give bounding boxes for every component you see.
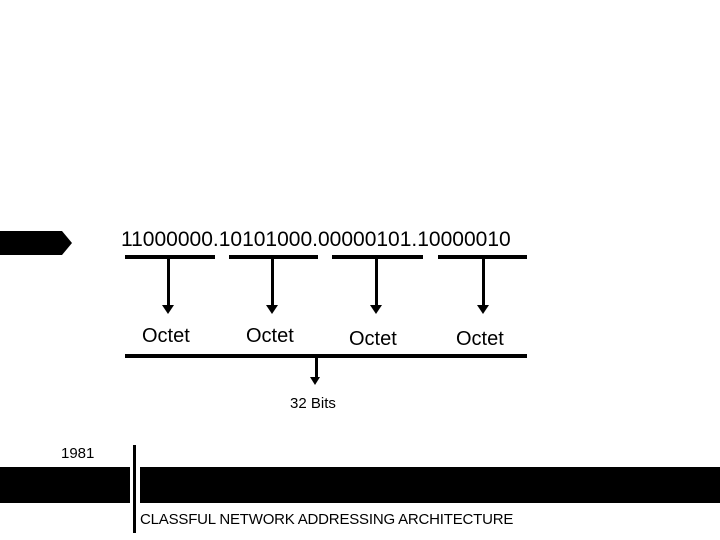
timeline-bar-right — [140, 467, 720, 503]
octet-arrow-head-4 — [477, 305, 489, 314]
total-bits-label: 32 Bits — [290, 395, 336, 412]
octet-bracket-4 — [438, 255, 527, 259]
octet-arrow-shaft-1 — [167, 258, 170, 306]
octet-label-4: Octet — [456, 328, 504, 350]
octet-label-1: Octet — [142, 325, 190, 347]
total-arrow-head — [310, 377, 320, 385]
octet-arrow-head-3 — [370, 305, 382, 314]
total-arrow-shaft — [315, 357, 318, 378]
timeline-divider — [133, 445, 136, 533]
total-bracket — [125, 354, 527, 358]
octet-arrow-shaft-2 — [271, 258, 274, 306]
octet-bracket-1 — [125, 255, 215, 259]
octet-bracket-3 — [332, 255, 423, 259]
octet-label-2: Octet — [246, 325, 294, 347]
octet-arrow-head-2 — [266, 305, 278, 314]
section-title: CLASSFUL NETWORK ADDRESSING ARCHITECTURE — [140, 511, 514, 528]
binary-ip-address: 11000000.10101000.00000101.10000010 — [121, 228, 511, 251]
timeline-year: 1981 — [61, 445, 95, 462]
octet-arrow-shaft-4 — [482, 258, 485, 306]
octet-label-3: Octet — [349, 328, 397, 350]
timeline-bar-left — [0, 467, 130, 503]
octet-arrow-head-1 — [162, 305, 174, 314]
section-arrow-tab — [0, 231, 72, 255]
octet-arrow-shaft-3 — [375, 258, 378, 306]
octet-bracket-2 — [229, 255, 318, 259]
